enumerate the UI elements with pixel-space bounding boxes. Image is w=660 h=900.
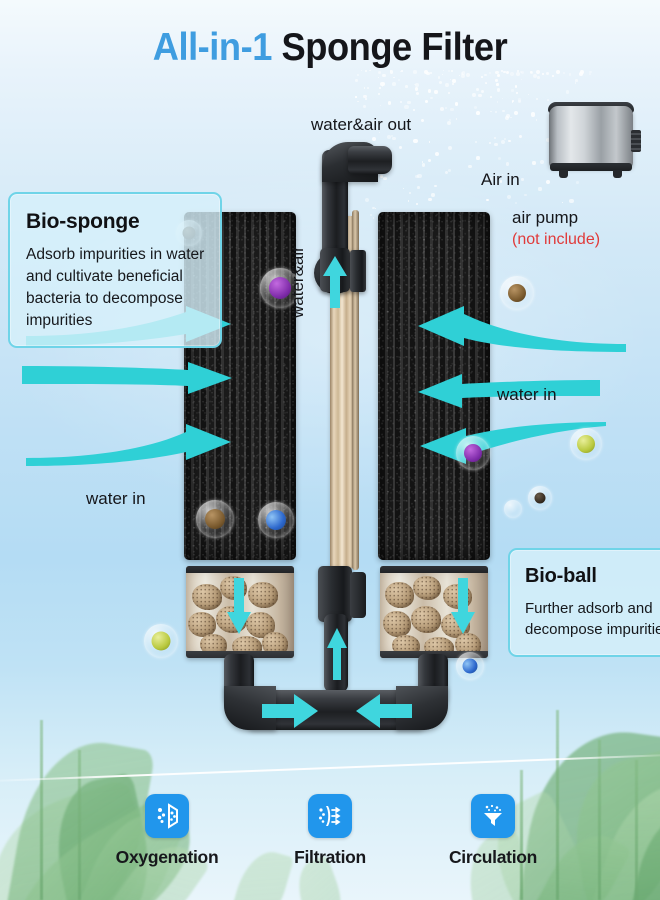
- bubble-spray: [355, 70, 595, 220]
- flow-arrow-left-2: [22, 356, 262, 398]
- plant-stem: [598, 740, 601, 900]
- label-water-air-out: water&air out: [311, 115, 412, 134]
- clip-top: [350, 250, 366, 292]
- bubble-particle-purple-left: [260, 268, 300, 308]
- flow-arrow-right-2: [400, 368, 600, 410]
- callout-bio-sponge-body: Adsorb impurities in water and cultivate…: [26, 246, 205, 329]
- plant-stem: [520, 770, 523, 900]
- label-air-in: Air in: [481, 170, 520, 189]
- label-water-in-left: water in: [86, 489, 146, 508]
- bubble-particle-lime-right: [570, 428, 602, 460]
- callout-bio-ball-body: Further adsorb and decompose impurities: [525, 600, 660, 639]
- plant-stem: [40, 720, 43, 900]
- air-pump-vent: [631, 130, 641, 152]
- label-water-air-vertical: water&air: [288, 246, 307, 318]
- bubble-particle-brown-left: [196, 500, 234, 538]
- circulation-icon: [471, 794, 515, 838]
- callout-bio-sponge-heading: Bio-sponge: [26, 210, 140, 233]
- bubble-particle-brown-right: [500, 276, 534, 310]
- clip-middle: [350, 572, 366, 618]
- plant-stem: [556, 710, 559, 900]
- callout-bio-sponge: Bio-sponge Adsorb impurities in water an…: [8, 192, 222, 348]
- collar-middle: [318, 566, 352, 622]
- bubble-particle-purple-right: [456, 436, 490, 470]
- bubble-particle-lime-left: [144, 624, 178, 658]
- label-not-include: (not include): [512, 231, 601, 248]
- feature-circulation: Circulation: [418, 794, 568, 868]
- flow-arrow-bioball-right-down: [449, 578, 477, 634]
- title-rest: Sponge Filter: [281, 26, 508, 69]
- bubble-particle-debris-right: [528, 486, 552, 510]
- flow-arrow-manifold-right: [262, 694, 318, 728]
- feature-oxygenation-label: Oxygenation: [115, 847, 219, 867]
- bubble-particle-blue-left: [258, 502, 294, 538]
- label-air-pump: air pump: [512, 208, 579, 227]
- plant-stem: [635, 760, 638, 900]
- bubble-small-right: [504, 500, 522, 518]
- feature-circulation-label: Circulation: [448, 847, 538, 867]
- bubble-particle-blue-right: [456, 652, 484, 680]
- plant-stem: [78, 750, 81, 900]
- flow-arrow-bioball-left-down: [225, 578, 253, 634]
- bio-ball-chamber-left: [186, 566, 294, 658]
- label-water-in-right: water in: [497, 385, 557, 404]
- page-title: All-in-1 Sponge Filter: [23, 26, 637, 70]
- oxygenation-icon: [145, 794, 189, 838]
- flow-arrow-manifold-up: [326, 628, 348, 680]
- outlet-nozzle: [348, 146, 392, 174]
- flow-arrow-left-3: [26, 418, 266, 468]
- callout-bio-ball: Bio-ball Further adsorb and decompose im…: [508, 548, 660, 657]
- callout-bio-ball-heading: Bio-ball: [525, 565, 597, 587]
- feature-oxygenation: Oxygenation: [92, 794, 242, 868]
- flow-arrow-right-1: [396, 306, 626, 354]
- feature-filtration: Filtration: [255, 794, 405, 868]
- air-pump-device: [545, 100, 641, 178]
- air-line-tube: [352, 210, 359, 570]
- filtration-icon: [308, 794, 352, 838]
- feature-row: Oxygenation Filtration: [0, 794, 660, 890]
- title-accent: All-in-1: [152, 26, 273, 69]
- flow-arrow-outlet-up: [322, 256, 348, 308]
- flow-arrow-manifold-left: [356, 694, 412, 728]
- aquatic-plants-background: [0, 600, 660, 900]
- air-pump-caption: air pump (not include): [512, 208, 660, 249]
- feature-filtration-label: Filtration: [294, 847, 366, 867]
